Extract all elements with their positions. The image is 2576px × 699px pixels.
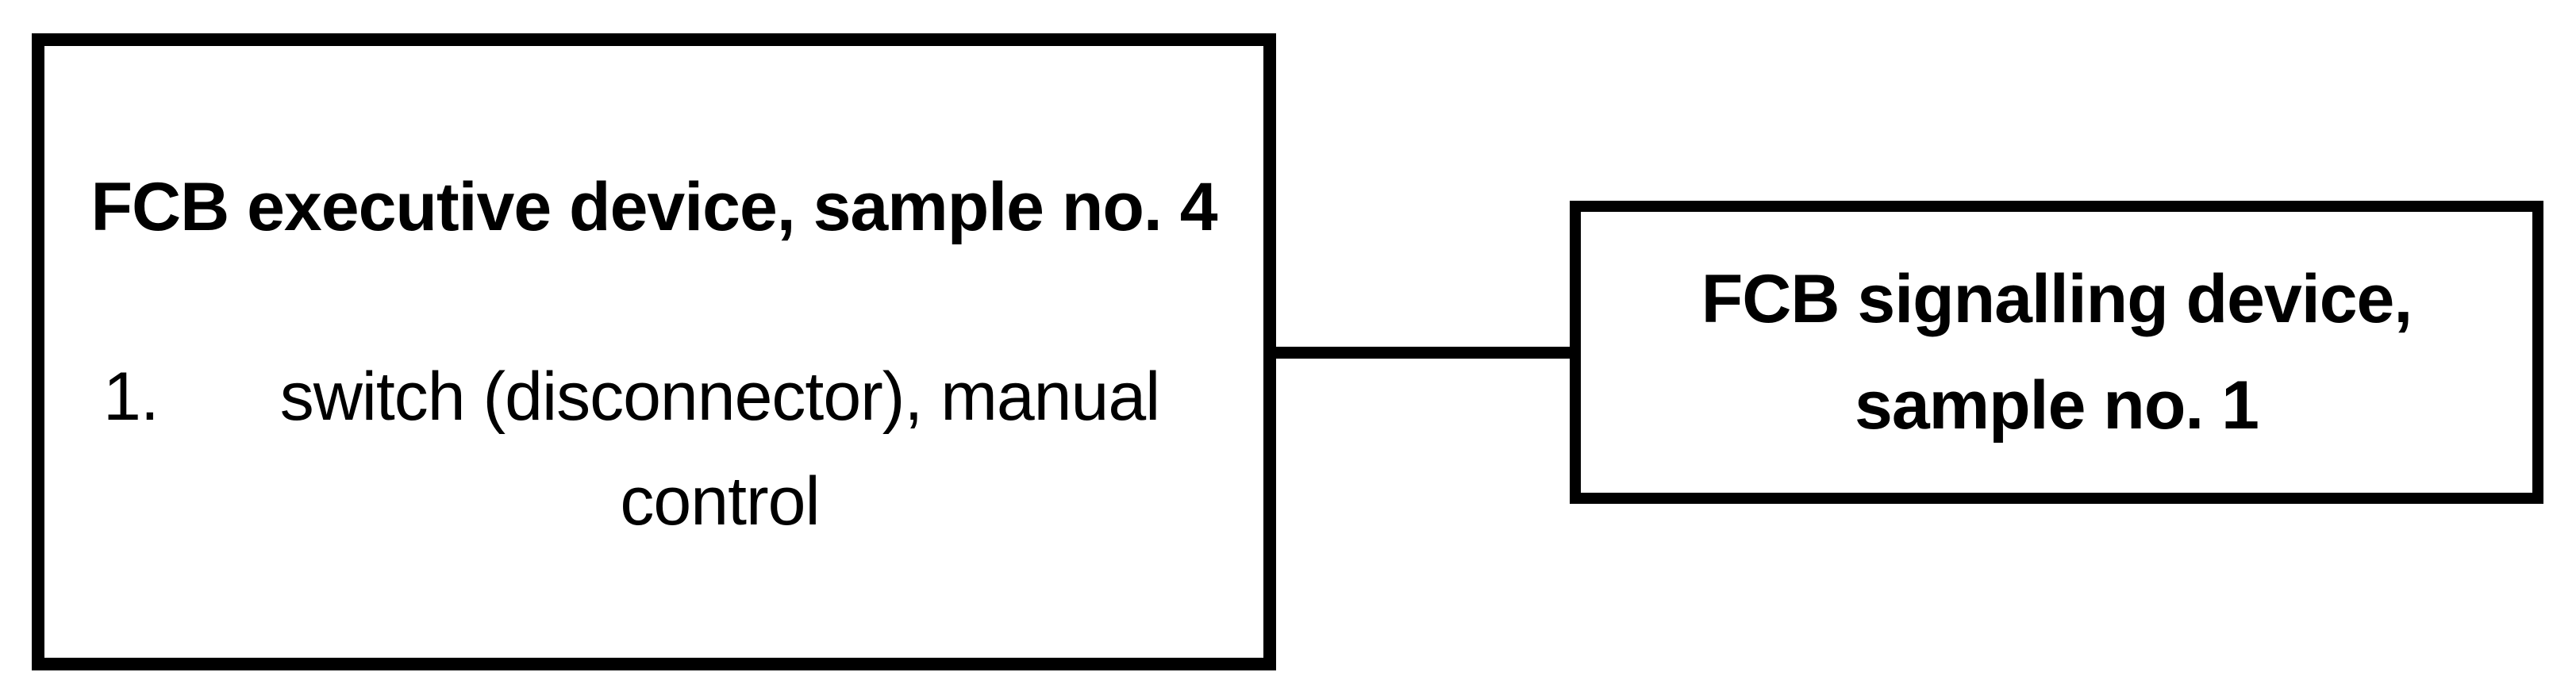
executive-device-box: FCB executive device, sample no. 4 1. sw… [32, 33, 1276, 670]
signalling-device-label-line-1: FCB signalling device, [1701, 261, 2413, 337]
signalling-device-box: FCB signalling device, sample no. 1 [1570, 201, 2543, 504]
list-item-text-line-1: switch (disconnector), manual [279, 359, 1161, 435]
list-item: 1. switch (disconnector), manual control [44, 344, 1263, 554]
signalling-device-label-line-2: sample no. 1 [1855, 367, 2259, 444]
connector-line [1267, 347, 1578, 359]
list-item-text-line-2: control [620, 463, 820, 540]
signalling-device-label: FCB signalling device, sample no. 1 [1701, 246, 2413, 459]
list-item-text: switch (disconnector), manual control [224, 344, 1216, 554]
list-item-number: 1. [103, 359, 160, 435]
executive-device-title: FCB executive device, sample no. 4 [90, 169, 1217, 245]
